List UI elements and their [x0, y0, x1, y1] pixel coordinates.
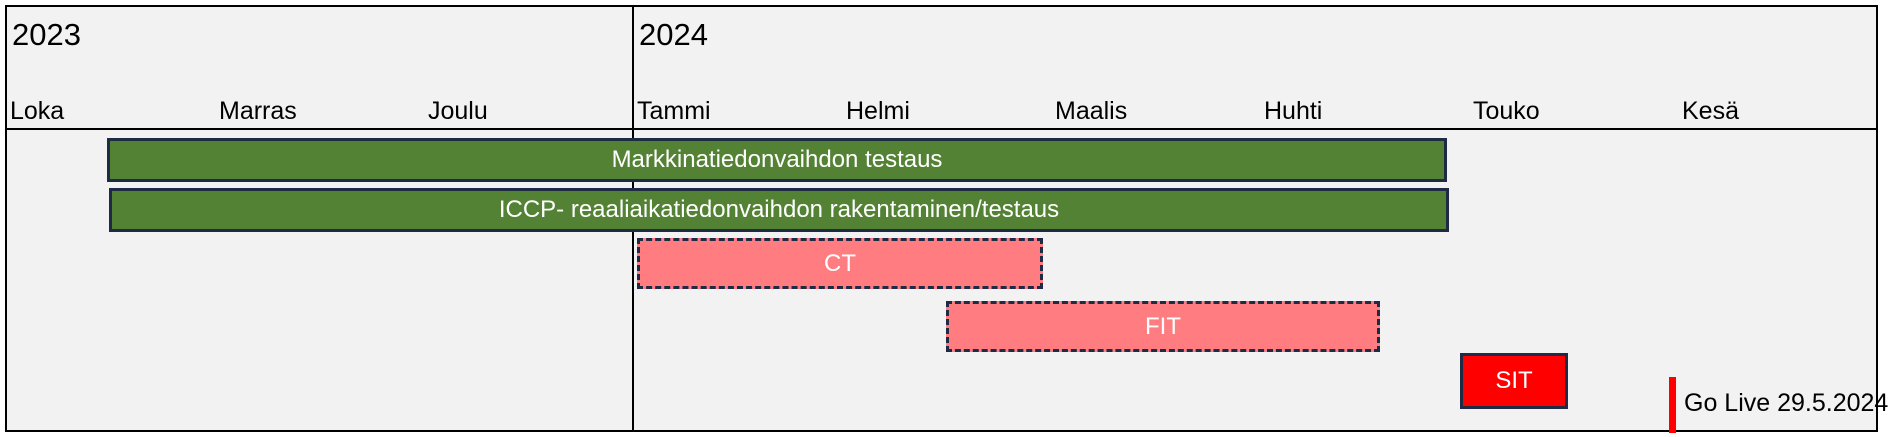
go-live-label: Go Live 29.5.2024 [1684, 389, 1888, 417]
gantt-timeline: 2023 2024 Loka Marras Joulu Tammi Helmi … [5, 5, 1888, 433]
month-label: Helmi [846, 97, 910, 125]
month-label: Joulu [428, 97, 488, 125]
task-bar-fit: FIT [946, 301, 1380, 352]
task-label: Markkinatiedonvaihdon testaus [611, 146, 943, 173]
month-label: Marras [219, 97, 297, 125]
month-label: Huhti [1264, 97, 1323, 125]
year-2024-label: 2024 [639, 17, 708, 52]
task-bar-ct: CT [637, 238, 1043, 289]
task-label: ICCP- reaaliaikatiedonvaihdon rakentamin… [498, 196, 1060, 223]
month-label: Kesä [1682, 97, 1739, 125]
task-bar-sit: SIT [1460, 353, 1568, 409]
task-bar-markkinatiedonvaihdon-testaus: Markkinatiedonvaihdon testaus [107, 138, 1447, 182]
task-bar-iccp: ICCP- reaaliaikatiedonvaihdon rakentamin… [109, 188, 1449, 232]
task-label: CT [824, 249, 856, 277]
month-label: Tammi [637, 97, 711, 125]
month-label: Maalis [1055, 97, 1128, 125]
month-label: Touko [1473, 97, 1540, 125]
year-2023-label: 2023 [12, 17, 81, 52]
task-label: FIT [1145, 312, 1181, 340]
go-live-marker [1669, 377, 1676, 433]
task-label: SIT [1495, 367, 1533, 394]
month-label: Loka [10, 97, 65, 125]
header-divider [7, 128, 1876, 130]
